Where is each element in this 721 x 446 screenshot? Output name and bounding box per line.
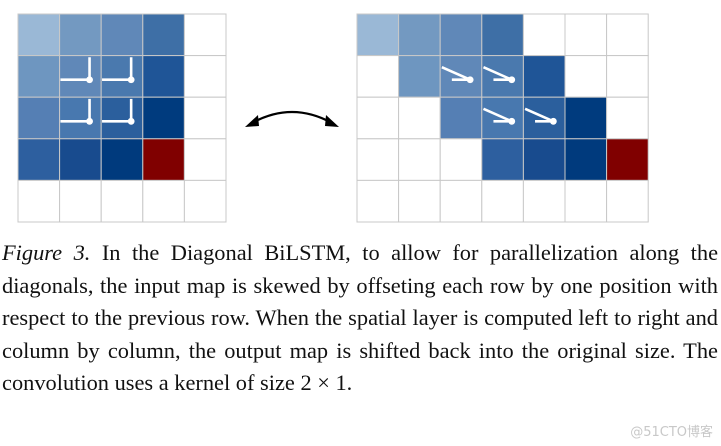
input-cell-r2-c2 (100, 96, 144, 140)
skewed-cell-r4-c3 (481, 179, 524, 223)
skewed-cell-r3-c1 (398, 138, 441, 181)
figure-3-diagram (17, 13, 649, 223)
skewed-cell-r1-c1 (398, 55, 441, 98)
input-cell-r4-c4 (183, 179, 227, 223)
skewed-target-dot-icon (508, 117, 516, 125)
input-cell-r1-c2 (100, 55, 144, 98)
skewed-cell-r0-c5 (564, 13, 608, 57)
input-cell-r4-c3 (142, 179, 185, 223)
input-cell-r4-c0 (17, 179, 61, 223)
skewed-cell-r2-c0 (356, 96, 400, 140)
skewed-cell-r3-c4 (522, 138, 566, 181)
input-target-dot-icon (127, 117, 135, 125)
caption-label: Figure 3. (2, 240, 91, 265)
skewed-cell-r1-c5 (564, 55, 608, 98)
skewed-target-dot-icon (466, 76, 474, 84)
skewed-cell-r0-c6 (606, 13, 649, 57)
skewed-cell-r0-c3 (481, 13, 524, 57)
figure-caption: Figure 3. In the Diagonal BiLSTM, to all… (2, 237, 718, 400)
arrowhead-left-icon (245, 115, 259, 127)
skewed-cell-r0-c2 (439, 13, 483, 57)
input-cell-r2-c1 (59, 96, 102, 140)
input-cell-r4-c2 (100, 179, 144, 223)
input-target-dot-icon (86, 117, 93, 125)
input-cell-r2-c3 (142, 96, 185, 140)
skewed-cell-r3-c5 (564, 138, 608, 181)
input-cell-r0-c2 (100, 13, 144, 57)
input-target-dot-icon (127, 76, 135, 84)
skewed-cell-r3-c2 (439, 138, 483, 181)
input-cell-r1-c1 (59, 55, 102, 98)
skewed-cell-r0-c1 (398, 13, 441, 57)
input-cell-r3-c3 (142, 138, 185, 181)
skewed-cell-r2-c2 (439, 96, 483, 140)
input-cell-r1-c0 (17, 55, 61, 98)
watermark: @51CTO博客 (630, 425, 713, 440)
skewed-cell-r4-c4 (522, 179, 566, 223)
skewed-cell-r1-c0 (356, 55, 400, 98)
skewed-cell-r2-c3 (481, 96, 524, 140)
skewed-cell-r3-c6 (606, 138, 649, 181)
skewed-cell-r4-c0 (356, 179, 400, 223)
input-cell-r1-c4 (183, 55, 227, 98)
input-cell-r0-c0 (17, 13, 61, 57)
skewed-target-dot-icon (549, 117, 557, 125)
input-cell-r0-c4 (183, 13, 227, 57)
input-cell-r1-c3 (142, 55, 185, 98)
skewed-target-dot-icon (508, 76, 516, 84)
input-cell-r2-c4 (183, 96, 227, 140)
skewed-cell-r3-c3 (481, 138, 524, 181)
skewed-cell-r4-c5 (564, 179, 608, 223)
skewed-cell-r0-c0 (356, 13, 400, 57)
input-cell-r3-c0 (17, 138, 61, 181)
input-cell-r3-c4 (183, 138, 227, 181)
skewed-cell-r2-c5 (564, 96, 608, 140)
input-cell-r4-c1 (59, 179, 102, 223)
skewed-cell-r4-c1 (398, 179, 441, 223)
skewed-cell-r1-c4 (522, 55, 566, 98)
skewed-map-grid (356, 13, 649, 223)
skewed-cell-r2-c6 (606, 96, 649, 140)
input-cell-r2-c0 (17, 96, 61, 140)
skewed-cell-r1-c6 (606, 55, 649, 98)
skewed-cell-r2-c1 (398, 96, 441, 140)
input-map-grid (17, 13, 227, 223)
bidirectional-arrow-icon (251, 110, 333, 124)
input-cell-r0-c3 (142, 13, 185, 57)
skewed-cell-r4-c2 (439, 179, 483, 223)
input-cell-r0-c1 (59, 13, 102, 57)
arrowhead-right-icon (325, 115, 339, 127)
input-cell-r3-c1 (59, 138, 102, 181)
skewed-cell-r0-c4 (522, 13, 566, 57)
skewed-cell-r4-c6 (606, 179, 649, 223)
skewed-cell-r3-c0 (356, 138, 400, 181)
caption-text: In the Diagonal BiLSTM, to allow for par… (2, 240, 719, 395)
input-target-dot-icon (86, 76, 93, 84)
input-cell-r3-c2 (100, 138, 144, 181)
